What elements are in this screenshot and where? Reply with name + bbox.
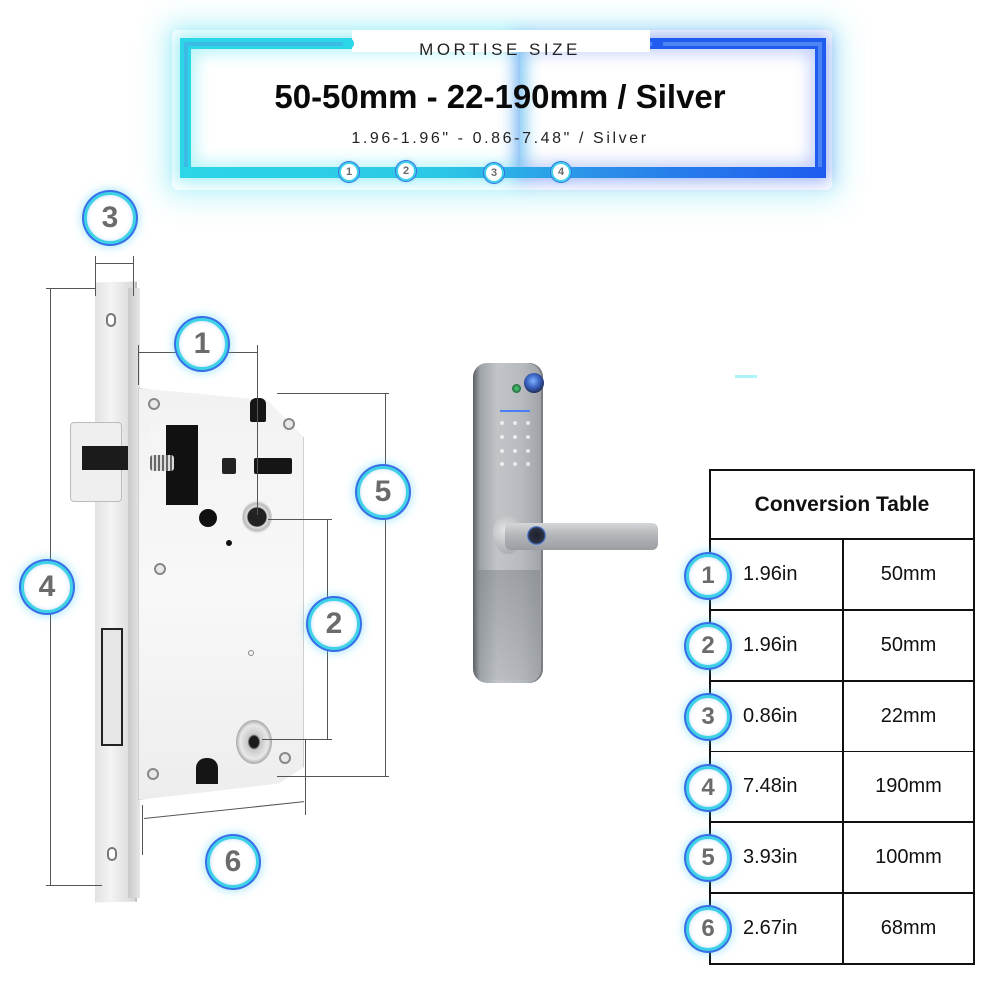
callout-2-badge: 2 <box>308 598 360 650</box>
dim-1-ext-left <box>138 345 139 385</box>
lock-screw <box>147 768 159 780</box>
lock-bottom-notch <box>196 758 218 784</box>
inches-cell: 2.67in <box>711 894 844 963</box>
dim-3-line <box>96 263 133 264</box>
mm-cell: 68mm <box>880 917 937 939</box>
lock-bolt-slot <box>254 458 292 474</box>
lock-latch-bar <box>82 446 128 470</box>
dim-6-ext-right <box>305 740 306 815</box>
header-glow <box>172 30 832 190</box>
dim-6-ext-left <box>142 805 143 855</box>
table-row: 1.96in 50mm <box>709 540 975 611</box>
lock-screw <box>279 752 291 764</box>
lock-strike-slot <box>101 628 123 746</box>
lock-round-hole <box>199 509 217 527</box>
callout-6-badge: 6 <box>207 836 259 888</box>
dim-6-line <box>143 801 305 819</box>
dim-1-ext-right <box>257 345 258 515</box>
header-title: 50-50mm - 22-190mm / Silver <box>274 78 726 115</box>
keypad-key <box>513 462 517 466</box>
decorative-mark <box>735 375 757 378</box>
keypad-key <box>500 421 504 425</box>
keypad-key <box>526 435 530 439</box>
header-frame-cap-right <box>652 38 663 49</box>
dim-3-ext-right <box>133 256 134 296</box>
keypad-key <box>526 462 530 466</box>
keypad-key <box>500 435 504 439</box>
callout-4-badge: 4 <box>21 561 73 613</box>
header-frame-gap <box>352 30 650 52</box>
keypad-key <box>500 449 504 453</box>
lock-pin-mark <box>248 650 254 656</box>
table-row-2-badge: 2 <box>686 624 730 668</box>
dim-2-ext-bottom <box>262 739 332 740</box>
keypad-key <box>526 449 530 453</box>
smart-lock-sensor-icon <box>512 384 521 393</box>
dim-4-ext-top <box>46 288 96 289</box>
lock-cylinder-hole <box>236 720 272 764</box>
callout-1-badge: 1 <box>176 318 228 370</box>
inches-cell: 1.96in <box>711 540 844 609</box>
dim-3-ext-left <box>95 256 96 296</box>
lock-pin-hole <box>226 540 232 546</box>
mm-cell: 22mm <box>880 705 937 727</box>
table-row: 7.48in 190mm <box>709 752 975 823</box>
lock-faceplate-side <box>128 288 140 898</box>
header-frame-cap-left <box>343 38 354 49</box>
keypad-key <box>513 435 517 439</box>
mm-cell: 50mm <box>880 563 937 585</box>
table-row-1-badge: 1 <box>686 554 730 598</box>
table-row-3-badge: 3 <box>686 695 730 739</box>
inches-cell: 7.48in <box>711 752 844 821</box>
conversion-table-title: Conversion Table <box>709 469 975 540</box>
mm-cell: 190mm <box>875 775 942 797</box>
header-marker-1: 1 <box>339 162 359 182</box>
smart-lock-camera-icon <box>524 373 544 393</box>
inches-cell: 3.93in <box>711 823 844 892</box>
keypad-key <box>513 449 517 453</box>
table-row-6-badge: 6 <box>686 907 730 951</box>
header-label: MORTISE SIZE <box>419 40 581 59</box>
dim-5-line <box>385 393 386 776</box>
table-row: 2.67in 68mm <box>709 894 975 965</box>
lock-screw <box>283 418 295 430</box>
keypad-key <box>513 421 517 425</box>
mm-cell: 100mm <box>875 846 942 868</box>
table-row: 3.93in 100mm <box>709 823 975 894</box>
header-marker-4: 4 <box>551 162 571 182</box>
fingerprint-sensor-icon <box>527 526 546 545</box>
header-subtitle: 1.96-1.96" - 0.86-7.48" / Silver <box>351 130 649 147</box>
table-row: 1.96in 50mm <box>709 611 975 682</box>
mm-cell: 50mm <box>880 634 937 656</box>
smart-lock-indicator-light <box>500 410 530 412</box>
lock-square-hole <box>222 458 236 474</box>
callout-5-badge: 5 <box>357 466 409 518</box>
table-row: 0.86in 22mm <box>709 682 975 753</box>
callout-3-badge: 3 <box>84 192 136 244</box>
inches-cell: 0.86in <box>711 682 844 751</box>
dim-5-ext-bottom <box>277 776 389 777</box>
header-marker-3: 3 <box>484 163 504 183</box>
keypad-key <box>526 421 530 425</box>
header-marker-2: 2 <box>396 161 416 181</box>
smart-lock-lower-panel <box>478 570 540 680</box>
faceplate-screw-hole-bottom <box>107 847 117 861</box>
keypad-key <box>500 462 504 466</box>
lock-deadbolt-top <box>250 398 266 422</box>
lock-spring <box>150 455 174 471</box>
table-row-5-badge: 5 <box>686 836 730 880</box>
lock-screw <box>148 398 160 410</box>
dim-5-ext-top <box>277 393 389 394</box>
inches-cell: 1.96in <box>711 611 844 680</box>
table-row-4-badge: 4 <box>686 766 730 810</box>
dim-4-ext-bottom <box>46 885 102 886</box>
dim-2-ext-top <box>268 519 332 520</box>
lock-screw <box>154 563 166 575</box>
faceplate-screw-hole-top <box>106 313 116 327</box>
